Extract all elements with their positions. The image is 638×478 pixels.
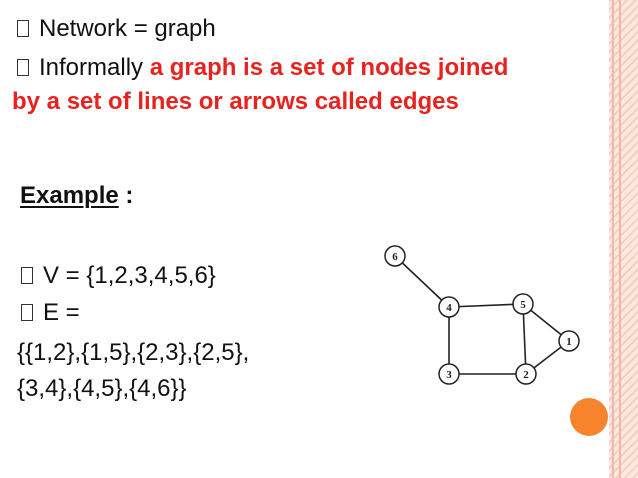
bullet-text-plain: Informally (39, 54, 144, 81)
vertex-set-text: V = {1,2,3,4,5,6} (43, 262, 216, 289)
graph-node-label: 6 (392, 251, 398, 263)
bullet-text-highlight: by a set of lines or arrows called edges (12, 88, 459, 115)
bullet-informally: Informally a graph is a set of nodes joi… (17, 54, 508, 82)
graph-edge-4-5 (448, 303, 524, 308)
graph-node-label: 1 (566, 336, 572, 348)
bullet-text: Network = graph (39, 15, 216, 42)
example-heading-text: Example (20, 182, 119, 209)
bullet-network: Network = graph (17, 15, 216, 43)
example-colon: : (118, 182, 134, 209)
graph-edge-2-5 (522, 303, 527, 375)
bullet-text-highlight: a graph is a set of nodes joined (149, 54, 509, 81)
graph-node-6 (384, 245, 406, 267)
edge-set-label: E = (43, 299, 80, 326)
bullet-continuation: by a set of lines or arrows called edges (12, 88, 459, 116)
graph-node-2 (515, 363, 537, 385)
graph-node-label: 2 (523, 369, 529, 381)
graph-edge-4-6 (394, 255, 450, 308)
graph-node-label: 3 (446, 369, 452, 381)
orange-dot-decoration (570, 398, 608, 436)
example-heading: Example : (20, 182, 133, 210)
bullet-box-icon (17, 20, 29, 37)
graph-node-3 (438, 363, 460, 385)
graph-node-label: 5 (520, 299, 526, 311)
graph-node-5 (512, 293, 534, 315)
bullet-edges: E = (21, 299, 80, 327)
graph-node-4 (438, 296, 460, 318)
bullet-box-icon (21, 267, 33, 284)
bullet-box-icon (21, 304, 33, 321)
border-line (619, 0, 621, 478)
graph-node-label: 4 (446, 302, 452, 314)
edge-set-line1: {{1,2},{1,5},{2,3},{2,5}, (17, 339, 250, 366)
bullet-vertices: V = {1,2,3,4,5,6} (21, 262, 216, 290)
graph-node-1 (558, 330, 580, 352)
edge-set-line2: {3,4},{4,5},{4,6}} (17, 375, 187, 402)
bullet-box-icon (17, 59, 29, 76)
graph-diagram: 6 4 5 1 3 2 (384, 245, 580, 385)
border-line (612, 0, 614, 478)
